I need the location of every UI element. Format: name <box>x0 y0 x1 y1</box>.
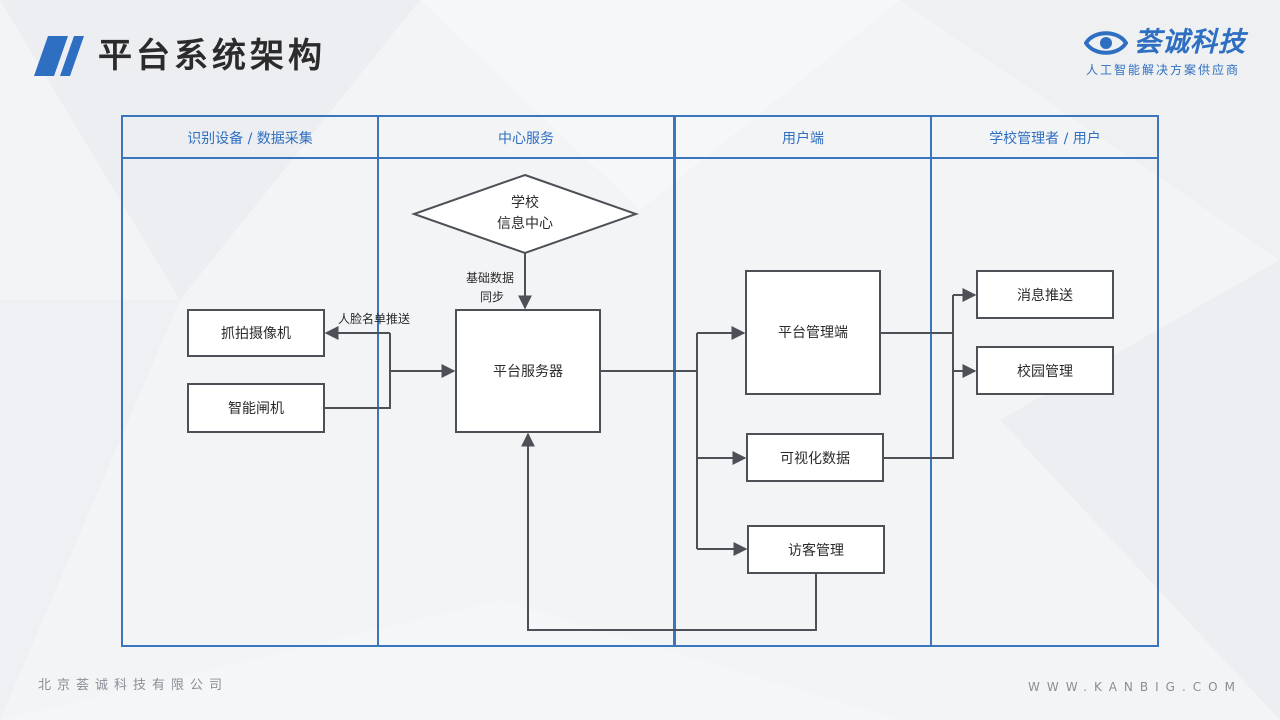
lane-header-devices: 识别设备 / 数据采集 <box>187 130 313 147</box>
footer-company: 北京荟诚科技有限公司 <box>38 678 229 693</box>
node-school-info-line2: 信息中心 <box>497 215 553 232</box>
company-logo: 荟诚科技 人工智能解决方案供应商 <box>1084 26 1254 82</box>
edge-gate-bus <box>324 333 391 409</box>
lane-header-client: 用户端 <box>782 130 824 147</box>
lane-headers: 识别设备 / 数据采集 中心服务 用户端 学校管理者 / 用户 <box>187 130 1101 147</box>
node-visitor <box>747 525 885 574</box>
node-school-info-line1: 学校 <box>511 194 539 211</box>
logo-name: 荟诚科技 <box>1134 27 1246 58</box>
edge-visitor-return <box>521 432 817 631</box>
footer-website: WWW.KANBIG.COM <box>1028 680 1242 694</box>
node-campus-label: 校园管理 <box>1017 363 1073 380</box>
node-gate-label: 智能闸机 <box>228 401 284 417</box>
node-camera-label: 抓拍摄像机 <box>221 326 291 342</box>
swimlanes <box>121 115 1159 647</box>
node-server <box>455 309 601 433</box>
node-admin <box>745 270 881 395</box>
logo-slogan: 人工智能解决方案供应商 <box>1086 63 1241 77</box>
node-visual <box>746 433 884 482</box>
node-camera <box>187 309 325 357</box>
lane-header-center: 中心服务 <box>498 131 554 147</box>
header-slash-icon <box>34 36 84 76</box>
lane-header-users: 学校管理者 / 用户 <box>989 130 1101 147</box>
edge-visual-out <box>883 295 954 459</box>
eye-logo-icon <box>1084 31 1128 55</box>
node-gate <box>187 383 325 433</box>
node-school-info <box>410 173 640 255</box>
edge-label-face-push: 人脸名单推送 <box>338 311 410 326</box>
node-server-label: 平台服务器 <box>493 364 563 380</box>
page-title: 平台系统架构 <box>98 36 326 76</box>
node-message-label: 消息推送 <box>1017 287 1073 304</box>
lane-users <box>930 115 1159 647</box>
node-campus <box>976 346 1114 395</box>
node-visual-label: 可视化数据 <box>780 451 850 467</box>
node-message <box>976 270 1114 319</box>
edge-label-sync-line1: 基础数据 <box>466 270 514 285</box>
node-admin-label: 平台管理端 <box>778 325 848 341</box>
node-visitor-label: 访客管理 <box>788 542 844 559</box>
edge-label-sync-line2: 同步 <box>480 290 504 304</box>
lane-devices <box>121 115 379 647</box>
